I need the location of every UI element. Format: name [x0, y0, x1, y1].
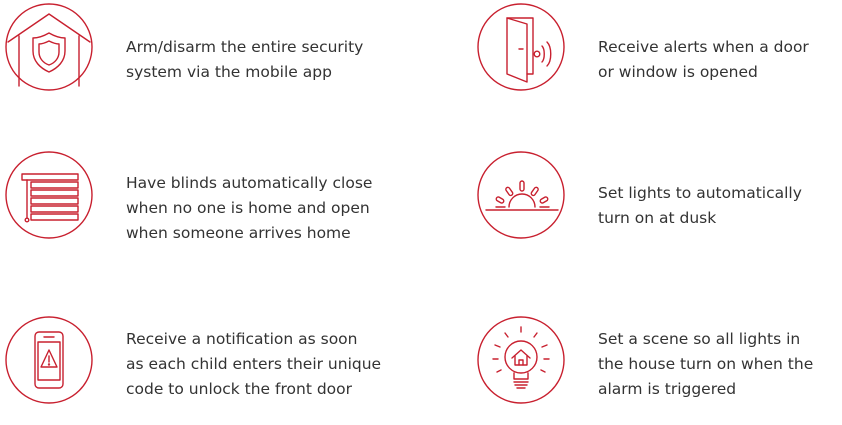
sunset-icon — [476, 150, 566, 240]
feature-text: Receive alerts when a door or window is … — [598, 38, 809, 81]
light-bulb-home-icon — [476, 315, 566, 405]
phone-alert-icon — [4, 315, 94, 405]
window-blinds-icon — [4, 150, 94, 240]
feature-text: Set a scene so all lights in the house t… — [598, 330, 814, 398]
feature-text: Arm/disarm the entire security system vi… — [126, 38, 364, 81]
feature-text: Have blinds automatically close when no … — [126, 174, 373, 242]
feature-text: Receive a notification as soon as each c… — [126, 330, 382, 398]
house-shield-icon — [4, 2, 94, 92]
door-sensor-icon — [476, 2, 566, 92]
feature-text: Set lights to automatically turn on at d… — [598, 184, 802, 227]
